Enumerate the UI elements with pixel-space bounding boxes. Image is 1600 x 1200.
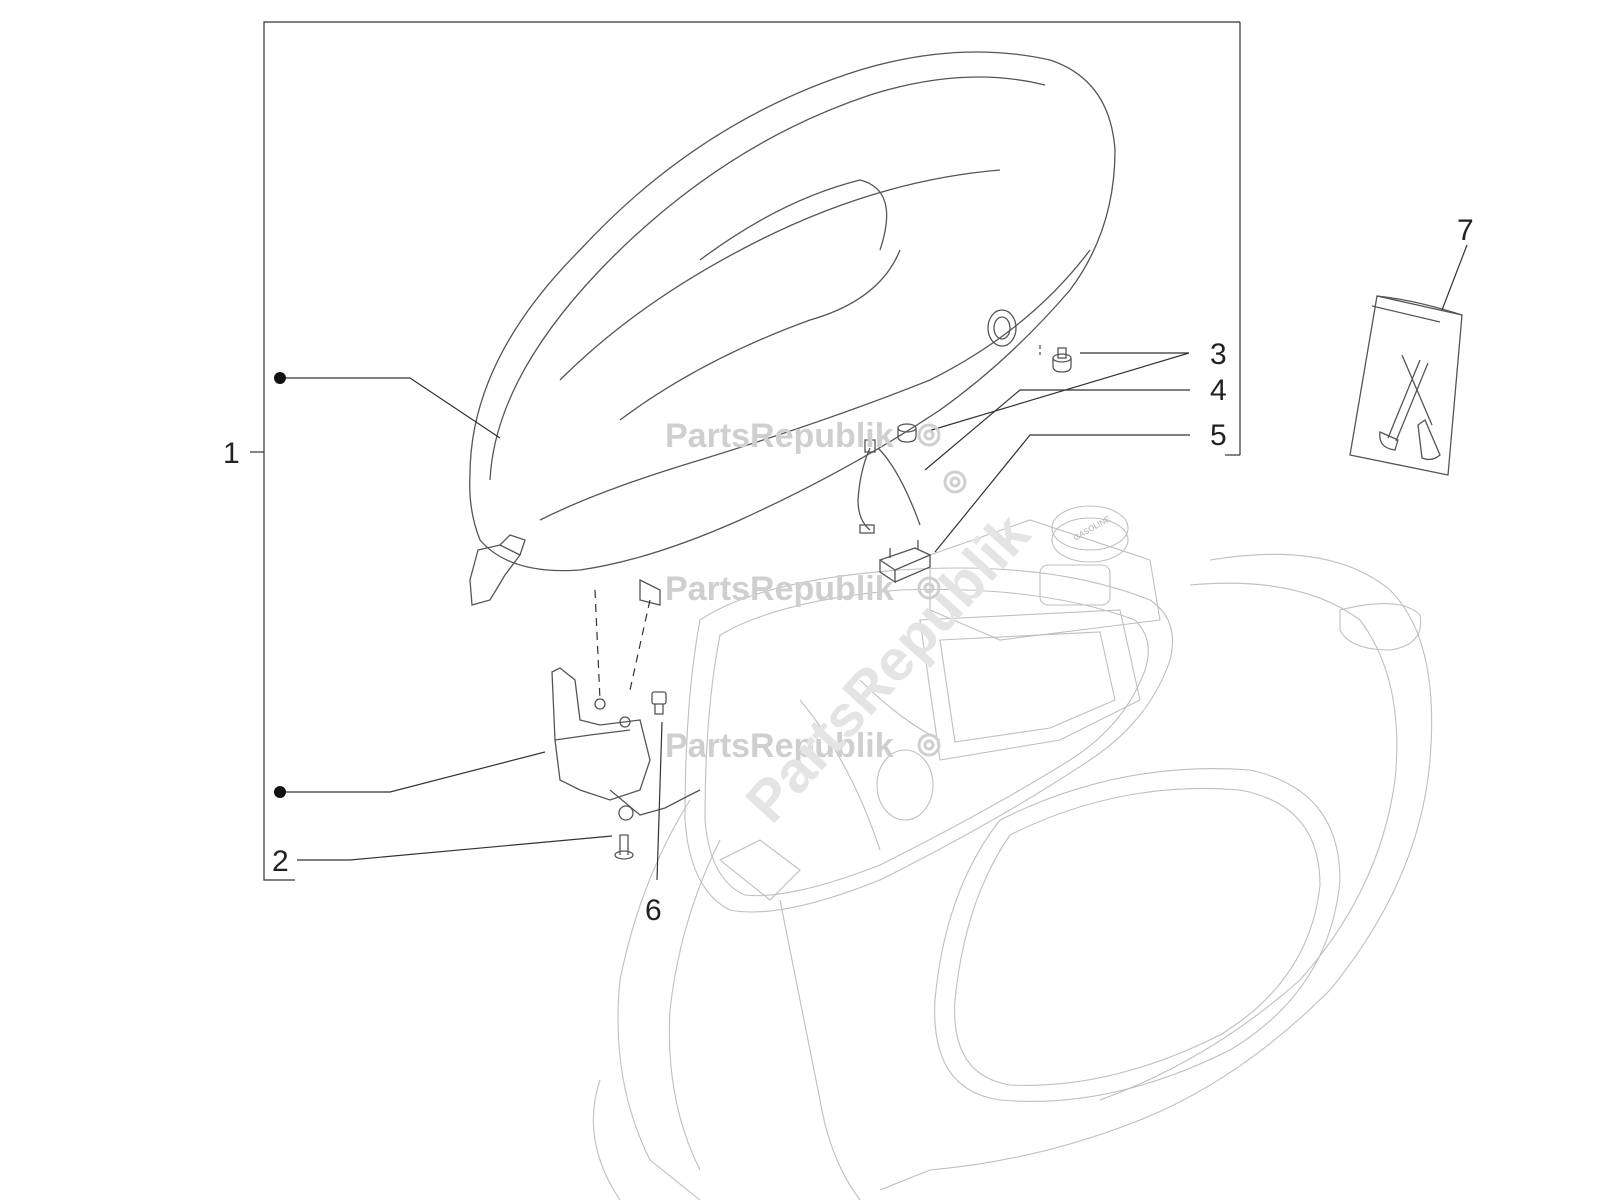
- seat-cable-part: [857, 439, 921, 534]
- reference-dot: [274, 372, 286, 384]
- screw-part: [614, 834, 634, 860]
- callout-3: 3: [1210, 338, 1227, 371]
- group-bracket: [250, 21, 1241, 881]
- gear-icon: [917, 423, 967, 757]
- watermarks: PartsRepublik PartsRepublik PartsRepubli…: [665, 417, 1043, 835]
- latch-bracket-part: [878, 540, 932, 584]
- callout-6: 6: [645, 894, 662, 927]
- callout-labels: 1 2 3 4 5 6 7: [223, 214, 1474, 927]
- watermark-text: PartsRepublik: [665, 417, 894, 455]
- seat-hinge-part: [551, 589, 701, 821]
- callout-1: 1: [223, 437, 240, 470]
- watermark-text: PartsRepublik: [665, 727, 894, 765]
- scooter-body: [592, 505, 1433, 1200]
- callout-2: 2: [272, 845, 289, 878]
- reference-dot: [274, 786, 286, 798]
- leader-lines: [274, 244, 1468, 881]
- callout-4: 4: [1210, 374, 1227, 407]
- watermark-text-diagonal: PartsRepublik: [733, 501, 1043, 835]
- seat-part: [469, 51, 1116, 606]
- watermark-text: PartsRepublik: [665, 570, 894, 608]
- tool-kit-part: [1349, 295, 1463, 476]
- nut-part: [651, 691, 667, 715]
- callout-7: 7: [1457, 214, 1474, 247]
- callout-5: 5: [1210, 419, 1227, 452]
- rubber-buffer-part: [897, 345, 1072, 443]
